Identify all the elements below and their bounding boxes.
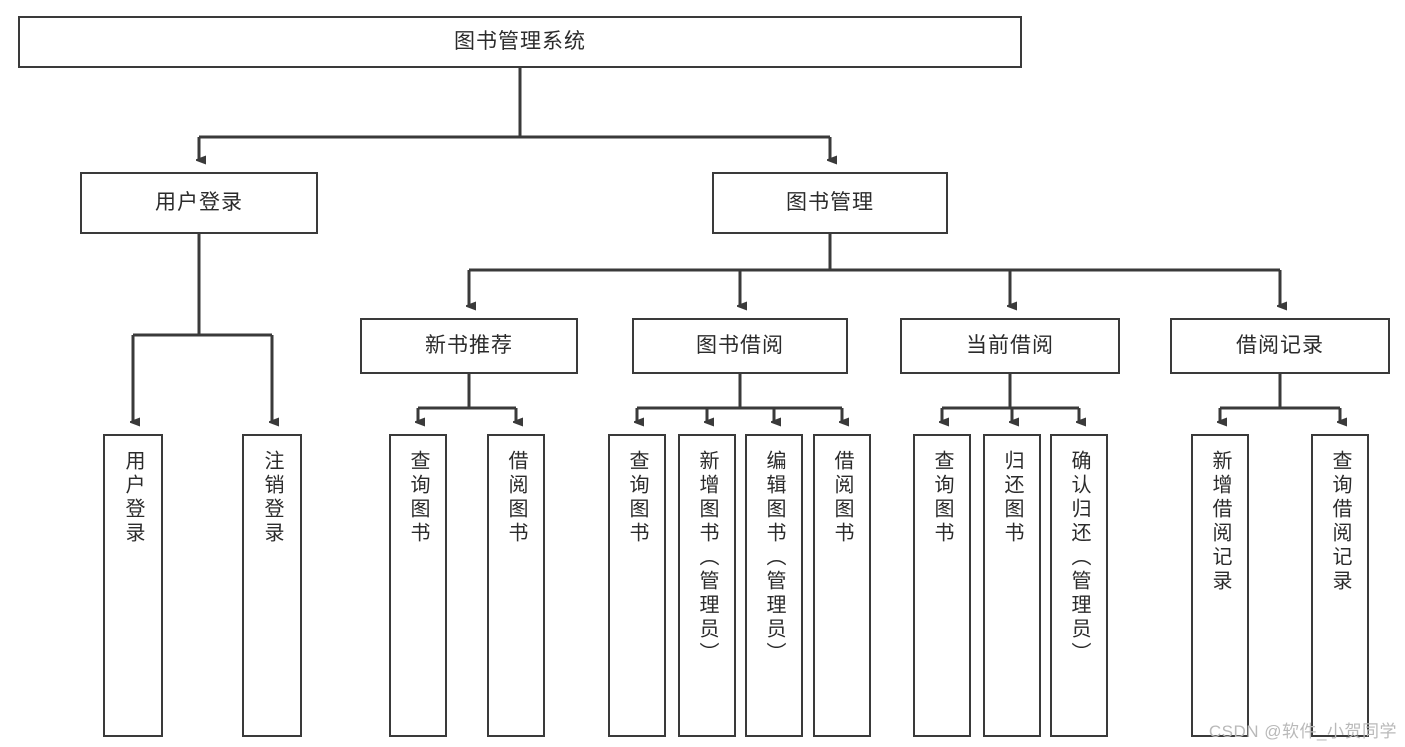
node-book-borrow[interactable]: 图书借阅 (632, 318, 848, 374)
node-leaf-logout-login-label: 注销登录 (261, 450, 283, 546)
node-leaf-query-book-1-label: 查询图书 (407, 450, 429, 546)
node-current-borrow-label: 当前借阅 (966, 333, 1054, 357)
node-leaf-edit-book-admin[interactable]: 编辑图书（管理员） (745, 434, 803, 737)
node-leaf-add-borrow-record-label: 新增借阅记录 (1209, 450, 1231, 594)
node-new-book-recommend-label: 新书推荐 (425, 333, 513, 357)
node-user-login[interactable]: 用户登录 (80, 172, 318, 234)
node-leaf-edit-book-admin-label: 编辑图书（管理员） (763, 450, 785, 666)
node-leaf-borrow-book-2[interactable]: 借阅图书 (813, 434, 871, 737)
node-leaf-query-borrow-record[interactable]: 查询借阅记录 (1311, 434, 1369, 737)
node-leaf-borrow-book-1[interactable]: 借阅图书 (487, 434, 545, 737)
node-root-label: 图书管理系统 (454, 29, 586, 53)
node-leaf-user-login[interactable]: 用户登录 (103, 434, 163, 737)
node-leaf-add-borrow-record[interactable]: 新增借阅记录 (1191, 434, 1249, 737)
node-new-book-recommend[interactable]: 新书推荐 (360, 318, 578, 374)
node-leaf-logout-login[interactable]: 注销登录 (242, 434, 302, 737)
node-leaf-borrow-book-2-label: 借阅图书 (831, 450, 853, 546)
node-leaf-return-book-label: 归还图书 (1001, 450, 1023, 546)
node-root[interactable]: 图书管理系统 (18, 16, 1022, 68)
watermark: CSDN @软件_小贺同学 (1208, 722, 1397, 741)
node-leaf-add-book-admin-label: 新增图书（管理员） (696, 450, 718, 666)
node-leaf-add-book-admin[interactable]: 新增图书（管理员） (678, 434, 736, 737)
node-book-manage-label: 图书管理 (786, 190, 874, 214)
node-leaf-confirm-return-admin[interactable]: 确认归还（管理员） (1050, 434, 1108, 737)
node-leaf-confirm-return-admin-label: 确认归还（管理员） (1068, 450, 1090, 666)
node-borrow-record-label: 借阅记录 (1236, 333, 1324, 357)
node-borrow-record[interactable]: 借阅记录 (1170, 318, 1390, 374)
node-book-borrow-label: 图书借阅 (696, 333, 784, 357)
node-leaf-query-book-3[interactable]: 查询图书 (913, 434, 971, 737)
node-leaf-user-login-label: 用户登录 (122, 450, 144, 546)
node-leaf-query-book-2[interactable]: 查询图书 (608, 434, 666, 737)
node-leaf-borrow-book-1-label: 借阅图书 (505, 450, 527, 546)
node-leaf-query-book-2-label: 查询图书 (626, 450, 648, 546)
node-current-borrow[interactable]: 当前借阅 (900, 318, 1120, 374)
node-leaf-query-book-3-label: 查询图书 (931, 450, 953, 546)
node-user-login-label: 用户登录 (155, 190, 243, 214)
node-book-manage[interactable]: 图书管理 (712, 172, 948, 234)
node-leaf-query-book-1[interactable]: 查询图书 (389, 434, 447, 737)
node-leaf-return-book[interactable]: 归还图书 (983, 434, 1041, 737)
node-leaf-query-borrow-record-label: 查询借阅记录 (1329, 450, 1351, 594)
